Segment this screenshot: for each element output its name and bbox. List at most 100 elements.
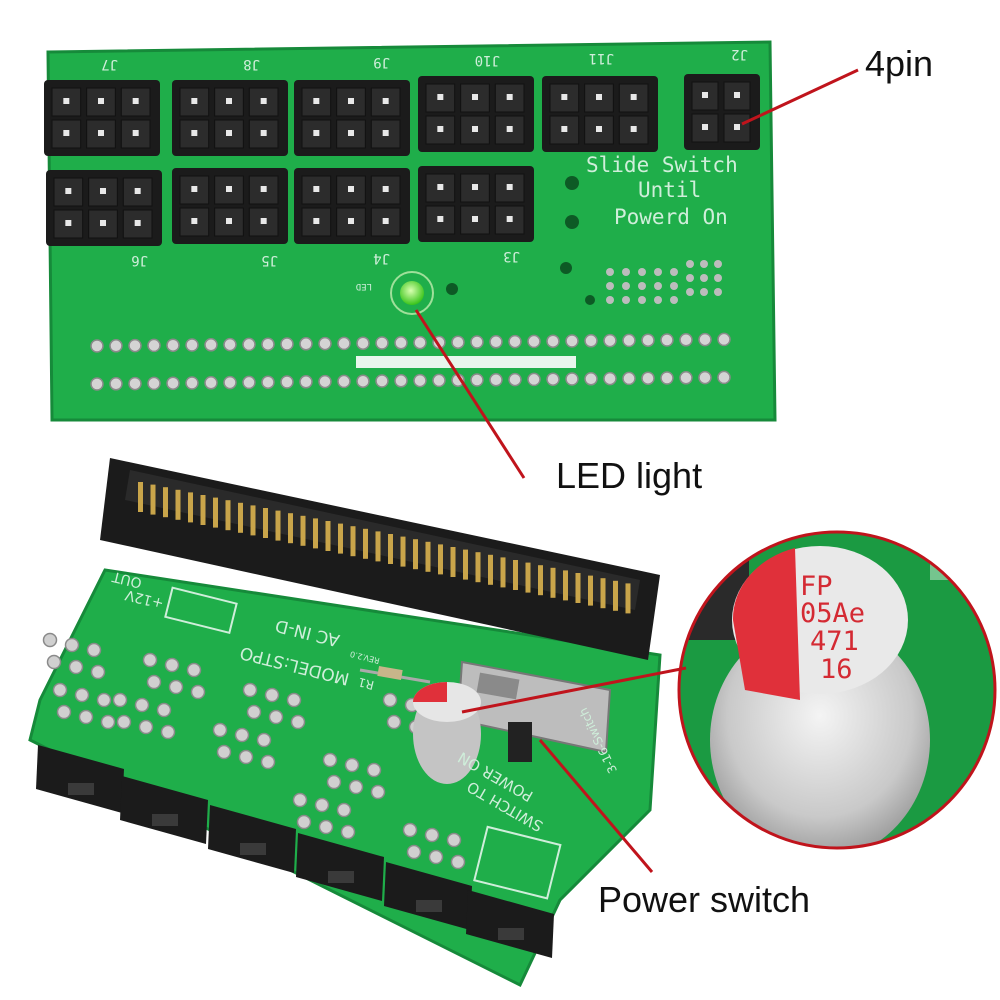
connector-pin-cell [584,83,614,113]
connector-pin [132,98,139,104]
header-pin [679,333,693,347]
silk-j10: J10 [475,52,500,68]
solder-pad [256,732,272,748]
top-pin-header-rows [90,332,731,391]
solder-pad [212,722,228,738]
header-pin [90,377,104,391]
top-silkscreen: J7 J8 J9 J10 J11 J2 J6 J5 J4 J3 Slide Sw… [101,46,748,291]
slide-switch-knob [476,672,520,700]
solder-pad [296,814,312,830]
via [622,296,630,304]
solder-pad [90,664,106,680]
header-pin [527,372,541,387]
connector-pin-cell [460,83,490,113]
connector-pin [702,124,708,130]
silk-j6: J6 [131,252,148,268]
gold-pin [400,536,406,567]
via [714,260,722,268]
header-pin [641,371,655,385]
gold-pin [163,487,168,518]
header-pin [432,373,446,388]
solder-pad [142,652,158,668]
gold-pin [225,500,231,531]
header-pin [660,333,674,347]
silk-j4: J4 [373,250,390,266]
gold-pin [525,562,531,593]
connector-pin [191,130,198,136]
connector-pin-cell [51,87,82,117]
connector-pin [98,130,104,136]
header-pin [337,336,351,351]
solder-pad [260,754,276,770]
solder-pad [100,714,116,730]
header-pin [508,334,522,349]
connector-pin [382,186,389,192]
connector-pin [472,94,478,100]
connector-pin [313,98,320,104]
gold-pin [213,497,218,528]
gold-pin [288,513,293,544]
via [714,274,722,282]
header-pin [489,335,503,349]
gold-pin [200,495,206,525]
header-pin [546,334,560,348]
solder-pad [138,719,154,735]
header-pin [128,338,142,353]
bottom-connector [208,805,296,873]
bottom-connector-latch [416,900,442,912]
gold-pin [188,492,193,523]
connector-pin-cell [336,207,366,237]
silk-j7: J7 [101,56,118,72]
gold-pin [413,539,418,570]
connector-pin [313,218,320,224]
bottom-solder-pads [42,632,466,870]
connector-pin [100,220,106,226]
connector-pin [226,186,232,192]
connector-pin-cell [425,83,456,113]
connector-pin [382,130,389,136]
connector-pin [98,98,104,104]
header-pin [109,339,123,353]
solder-pad [42,632,58,648]
header-pin [337,374,351,389]
bottom-connector [36,745,124,813]
solder-pad [318,819,334,835]
connector-pin [348,218,354,224]
via [670,268,678,276]
gold-pin [300,515,306,546]
solder-pad [428,849,444,865]
connector-pin-cell [53,177,84,207]
header-pin [698,370,712,385]
callout-label-4pin: 4pin [865,43,934,84]
via [700,274,708,282]
connector-pin-cell [723,113,751,143]
header-pin [717,370,731,385]
connector-pin [348,98,354,104]
connector-pin-cell [494,115,525,145]
header-pin [451,335,465,349]
header-pin [299,337,313,351]
via [686,274,694,282]
connector-pin [596,94,602,100]
via [686,260,694,268]
solder-pad [238,749,254,765]
switch-footprint [473,825,562,900]
mounting-hole [585,295,595,305]
connector-pin [132,130,139,136]
solder-pad [322,752,338,768]
fuse-outline [164,586,238,634]
connector-pin [348,186,354,192]
solder-pad [156,702,172,718]
via [670,282,678,290]
solder-pad [336,802,352,818]
header-pin [166,376,180,390]
solder-pad [64,637,80,653]
header-pin [280,375,294,389]
connector-pin [260,130,267,136]
gold-pin [275,510,281,541]
mounting-hole [560,262,572,274]
header-pin [508,372,522,387]
header-pin [147,338,161,353]
header-pin [470,373,484,387]
